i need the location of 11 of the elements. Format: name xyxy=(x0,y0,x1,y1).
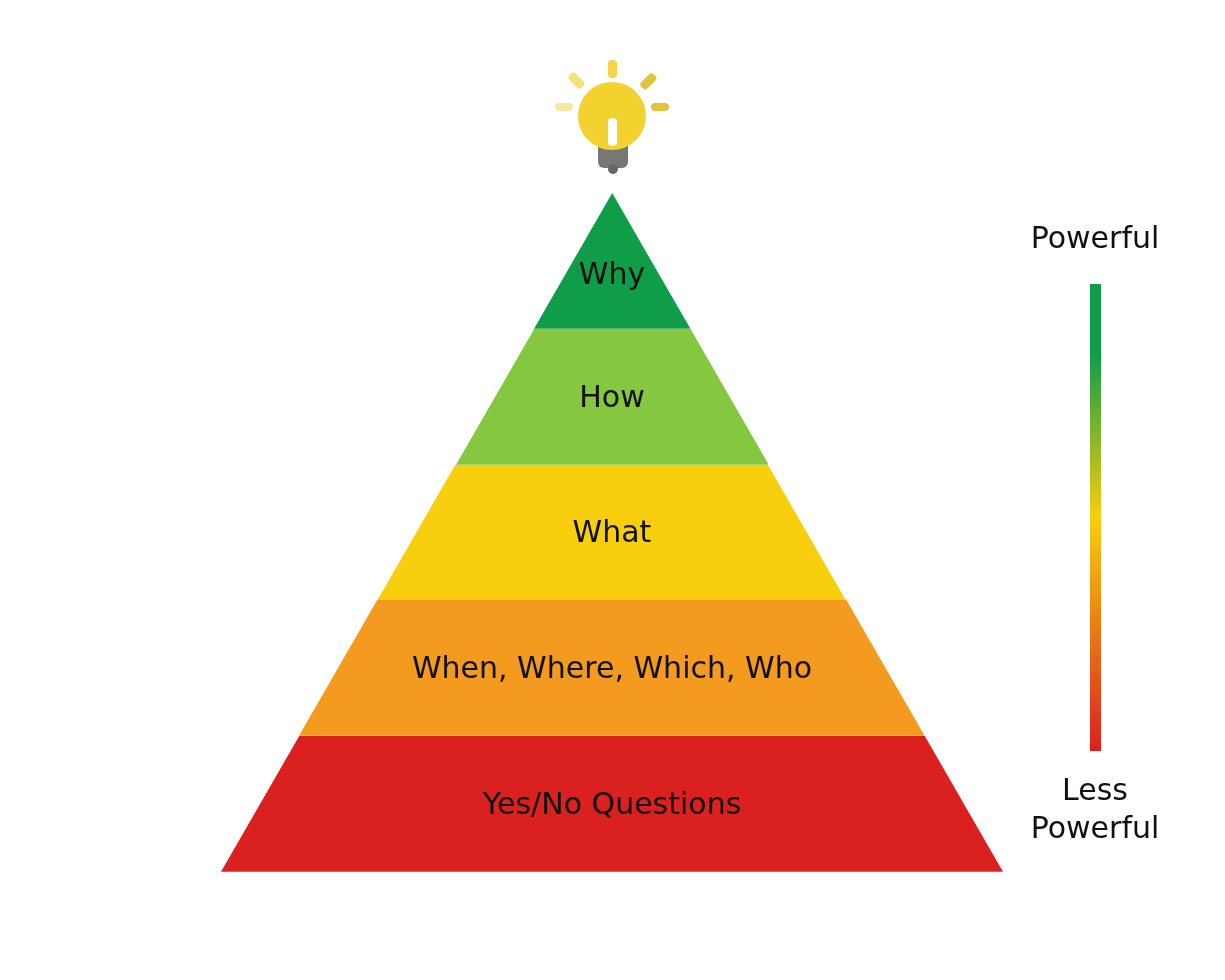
tier-label: Yes/No Questions xyxy=(481,786,743,823)
pyramid-tier xyxy=(299,600,925,737)
tier-label: What xyxy=(571,514,653,551)
scale-label: Powerful xyxy=(1029,219,1161,257)
tier-label: Why xyxy=(577,256,647,293)
pyramid-tier xyxy=(221,736,1003,872)
scale-label: Less Powerful xyxy=(1029,771,1161,847)
pyramid-tier xyxy=(455,328,769,465)
tier-label: How xyxy=(578,378,646,415)
pyramid-tier xyxy=(377,464,847,601)
tier-label: When, Where, Which, Who xyxy=(410,650,814,687)
